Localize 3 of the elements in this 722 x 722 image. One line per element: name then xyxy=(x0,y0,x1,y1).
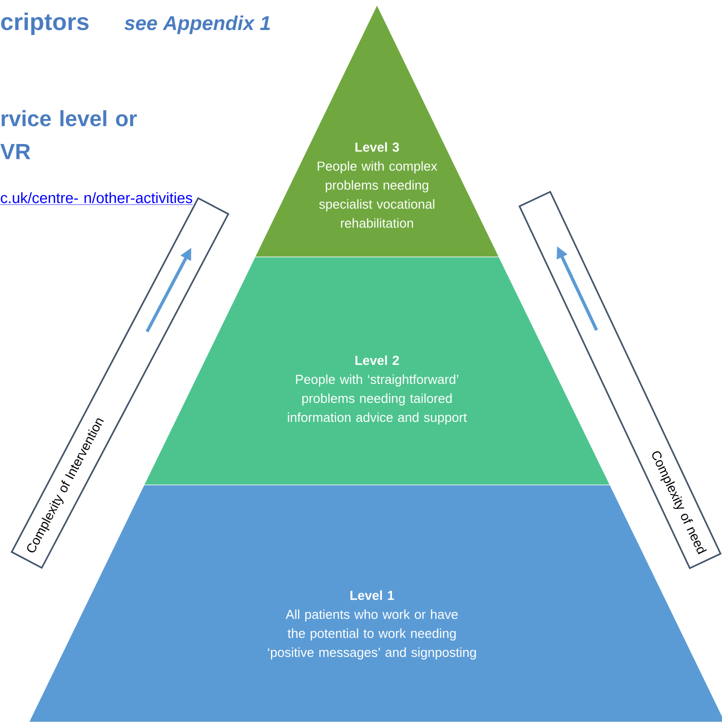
pyramid-level: Level 2 People with ‘straightforward’ problems needing tailored information advice and support xyxy=(144,256,610,486)
heading-text: criptors xyxy=(1,12,89,35)
heading-text: rvice level or VR xyxy=(0,110,137,160)
